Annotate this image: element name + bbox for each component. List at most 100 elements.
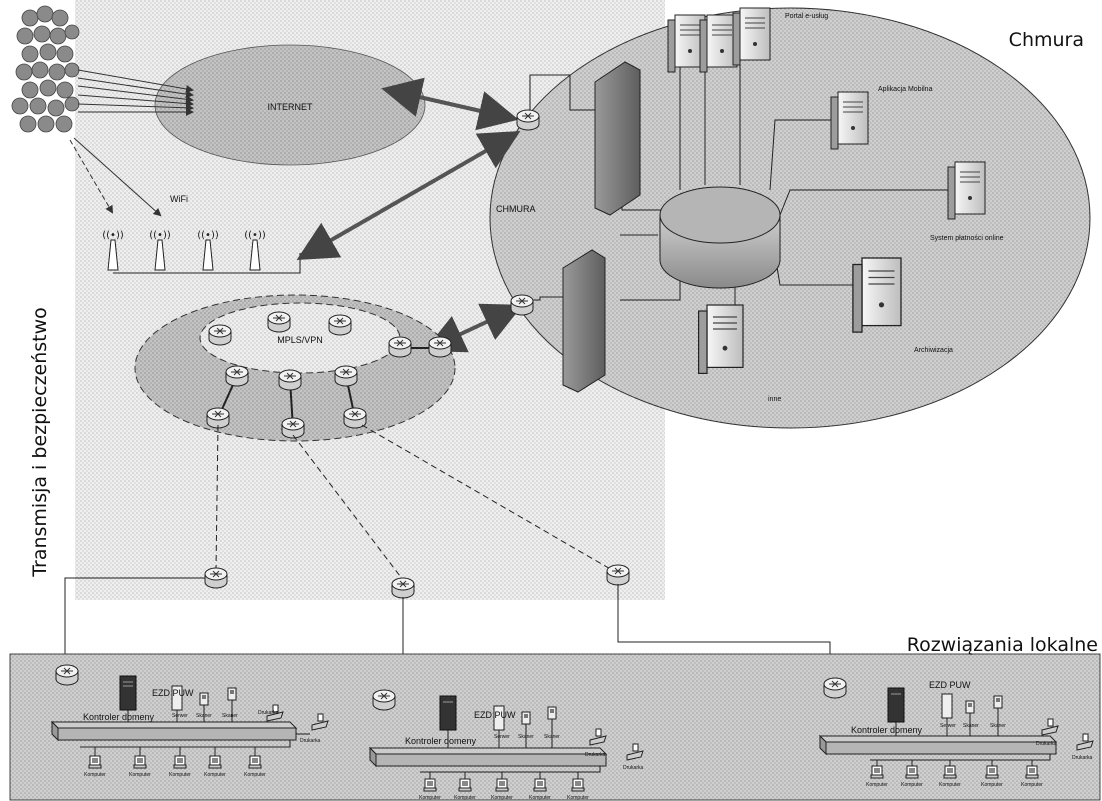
computer-label: Komputer	[204, 772, 226, 778]
local-site-2	[368, 689, 644, 792]
computer-label: Komputer	[454, 795, 476, 801]
server-label: Serwer	[494, 734, 510, 740]
computer-icon	[533, 778, 547, 792]
domain-controller-icon	[887, 687, 905, 723]
wifi-label: WiFi	[170, 194, 188, 204]
router-icon	[278, 369, 302, 391]
local-site-3	[818, 677, 1094, 779]
printer-label: Drukarka	[585, 752, 606, 758]
scanner-icon	[547, 706, 557, 720]
site-system-label: EZD PUW	[474, 710, 516, 720]
firewall-icon	[594, 61, 641, 216]
computer-label: Komputer	[244, 772, 266, 778]
computer-icon	[208, 755, 222, 769]
printer-label: Drukarka	[1036, 741, 1057, 747]
computer-icon	[458, 778, 472, 792]
firewall-icon	[562, 249, 606, 393]
transmission-section-title: Transmisja i bezpieczeństwo	[29, 307, 51, 578]
router-icon	[267, 311, 291, 333]
mpls-label: MPLS/VPN	[277, 335, 323, 345]
mobile-app-server-icon	[830, 91, 869, 150]
computer-icon	[248, 755, 262, 769]
computer-label: Komputer	[84, 772, 106, 778]
user-access-arrows	[69, 69, 194, 217]
computer-label: Komputer	[529, 795, 551, 801]
site-router-icon	[823, 677, 847, 699]
archive-label: Archiwizacja	[914, 347, 953, 354]
router-icon	[328, 314, 352, 336]
computer-icon	[905, 765, 919, 779]
computer-label: Komputer	[419, 795, 441, 801]
other-server-icon	[698, 304, 744, 375]
switch-icon	[368, 747, 608, 755]
local-site-1	[50, 664, 329, 769]
domain-controller-icon	[439, 695, 457, 731]
computer-icon	[133, 755, 147, 769]
scanner-icon	[993, 695, 1003, 709]
server-label: Serwer	[940, 723, 956, 729]
cloud-router-icon	[516, 109, 540, 131]
cloud-section-title: Chmura	[1009, 29, 1084, 51]
computer-icon	[423, 778, 437, 792]
site-router-icon	[372, 689, 396, 711]
computer-label: Komputer	[901, 782, 923, 788]
ezd-server-icon	[941, 693, 953, 719]
computer-icon	[173, 755, 187, 769]
portal-label: Portal e-usług	[785, 13, 828, 20]
domain-controller-label: Kontroler domeny	[851, 725, 923, 735]
other-label: inne	[768, 396, 781, 403]
switch-icon	[818, 735, 1058, 743]
computer-icon	[985, 765, 999, 779]
site-router-icon	[55, 664, 79, 686]
computer-icon	[943, 765, 957, 779]
cloud-label: CHMURA	[496, 204, 536, 214]
wan-links	[215, 424, 613, 581]
computer-label: Komputer	[866, 782, 888, 788]
computer-label: Komputer	[939, 782, 961, 788]
scanner-label: Skaner	[990, 723, 1006, 729]
router-icon	[208, 324, 232, 346]
computer-icon	[571, 778, 585, 792]
scanner-label: Skaner	[544, 734, 560, 740]
domain-controller-label: Kontroler domeny	[405, 736, 477, 746]
router-icon	[428, 336, 452, 358]
computer-label: Komputer	[567, 795, 589, 801]
scanner-label: Skaner	[222, 713, 238, 719]
scanner-label: Skaner	[196, 713, 212, 719]
scanner-icon	[521, 711, 531, 725]
edge-router-icon	[204, 567, 228, 589]
switch-icon	[50, 721, 298, 729]
printer-label: Drukarka	[1072, 755, 1093, 761]
server-label: Serwer	[172, 713, 188, 719]
local-section-title: Rozwiązania lokalne	[907, 634, 1098, 656]
internet-label: INTERNET	[268, 102, 314, 112]
domain-controller-icon	[119, 675, 137, 711]
computer-icon	[495, 778, 509, 792]
router-icon	[225, 365, 249, 387]
scanner-label: Skaner	[963, 723, 979, 729]
computer-icon	[1025, 765, 1039, 779]
domain-controller-label: Kontroler domeny	[83, 712, 155, 722]
scanner-icon	[227, 687, 237, 701]
scanner-icon	[965, 700, 975, 714]
mobile-app-label: Aplikacja Mobilna	[878, 86, 933, 93]
archive-server-icon	[852, 257, 902, 333]
scanner-icon	[199, 692, 209, 706]
computer-label: Komputer	[981, 782, 1003, 788]
edge-router-icon	[391, 577, 415, 599]
printer-label: Drukarka	[258, 710, 279, 716]
payment-label: System płatności online	[930, 235, 1004, 242]
computer-label: Komputer	[129, 772, 151, 778]
edge-router-icon	[606, 564, 630, 586]
site-system-label: EZD PUW	[152, 688, 194, 698]
site-system-label: EZD PUW	[929, 680, 971, 690]
payment-server-icon	[947, 161, 986, 220]
cloud-router-icon	[510, 294, 534, 316]
computer-label: Komputer	[169, 772, 191, 778]
users-crowd-icon	[11, 5, 80, 133]
scanner-label: Skaner	[518, 734, 534, 740]
computer-icon	[870, 765, 884, 779]
printer-label: Drukarka	[623, 765, 644, 771]
